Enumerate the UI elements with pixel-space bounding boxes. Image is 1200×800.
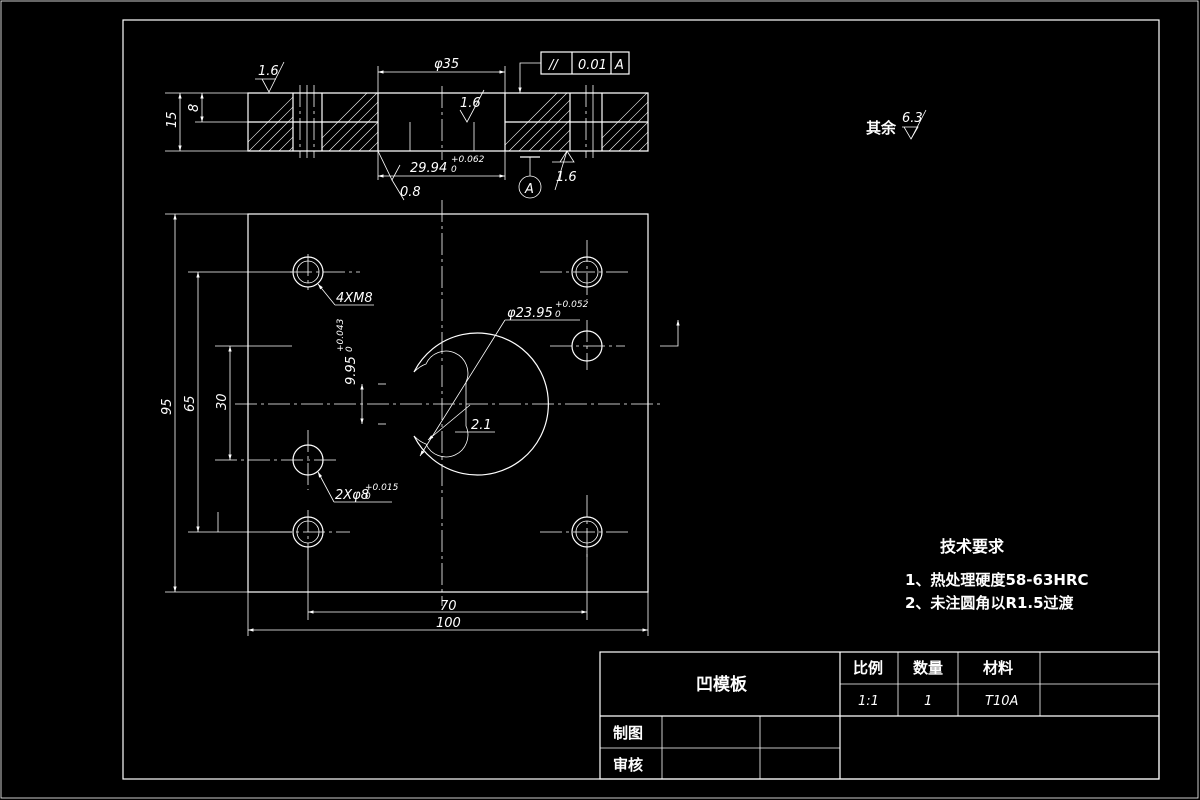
roughness-bottom-left-text: 0.8 (400, 185, 421, 200)
plan-view (235, 200, 660, 606)
dim-70-100: 70 100 (247, 548, 649, 636)
hole-bottom-right (540, 495, 630, 560)
pin-callout: 2Xφ8 +0.015 0 (317, 471, 399, 503)
material-value: T10A (985, 694, 1018, 709)
dim-30: 30 (215, 345, 292, 532)
datum-a-text: A (524, 182, 534, 197)
scale-label: 比例 (853, 659, 883, 677)
tolerance-frame: // 0.01 A (518, 51, 630, 93)
die-tol-upper: +0.052 (555, 300, 589, 310)
roughness-mid-text: 1.6 (460, 96, 481, 111)
tech-requirements-title: 技术要求 (940, 537, 1005, 556)
roughness-mid: 1.6 (459, 89, 485, 123)
pin-hole-right (550, 320, 625, 370)
dim-95: 95 (160, 213, 248, 593)
tech-requirement-1: 1、热处理硬度58-63HRC (905, 571, 1089, 589)
parallelism-symbol: // (548, 58, 559, 73)
dim-bore-tol-upper: +0.062 (451, 155, 485, 165)
dim-bore-tol-lower: 0 (451, 165, 457, 175)
pin-tol-upper: +0.015 (365, 483, 399, 493)
dim-8-text: 8 (187, 104, 202, 112)
die-tol-lower: 0 (555, 310, 561, 320)
section-arrow (660, 320, 680, 347)
dim-phi35-text: φ35 (434, 57, 459, 72)
remaining-roughness-value: 6.3 (902, 111, 923, 126)
tolerance-value: 0.01 (578, 58, 607, 73)
dim-95-text: 95 (160, 398, 175, 415)
checked-label: 审核 (613, 756, 643, 774)
drawn-label: 制图 (613, 724, 643, 742)
radius-callout-text: 2.1 (471, 418, 492, 433)
hole-bottom-left (270, 510, 350, 560)
part-name: 凹模板 (696, 674, 748, 695)
dim-65: 65 (183, 271, 292, 533)
thread-callout: 4XM8 (317, 283, 374, 306)
remaining-roughness-label: 其余 (866, 119, 897, 137)
qty-label: 数量 (913, 659, 943, 677)
material-label: 材料 (983, 659, 1013, 677)
pin-callout-text: 2Xφ8 (335, 488, 369, 503)
dim-100-text: 100 (436, 616, 461, 631)
slot-width-text: 9.95 (344, 356, 359, 385)
roughness-top-left: 1.6 (255, 61, 285, 93)
roughness-bottom-left: 0.8 (377, 150, 421, 201)
dim-65-text: 65 (183, 395, 198, 412)
scale-value: 1:1 (858, 694, 879, 709)
tech-requirement-2: 2、未注圆角以R1.5过渡 (905, 594, 1075, 612)
pin-hole-left (215, 430, 340, 490)
title-block: 凹模板 比例 数量 材料 1:1 1 T10A 制图 审核 (599, 651, 1160, 780)
dim-bore: 29.94 +0.062 0 (377, 151, 506, 180)
remaining-roughness: 其余 6.3 (866, 109, 927, 140)
qty-value: 1 (924, 694, 932, 709)
roughness-top-left-text: 1.6 (258, 64, 279, 79)
dim-8-15: 8 15 (165, 92, 248, 152)
slot-tol-lower: 0 (345, 346, 355, 352)
dim-70-text: 70 (440, 599, 457, 614)
thread-callout-text: 4XM8 (336, 291, 373, 306)
datum-a: A (518, 156, 542, 199)
tech-requirements: 技术要求 1、热处理硬度58-63HRC 2、未注圆角以R1.5过渡 (905, 537, 1089, 612)
dim-30-text: 30 (215, 393, 230, 410)
slot-dim: 9.95 +0.043 0 (336, 318, 364, 424)
hole-top-right (540, 240, 630, 300)
dim-15-text: 15 (165, 111, 180, 128)
die-dia-callout: φ23.95 +0.052 0 (419, 300, 589, 457)
tolerance-datum: A (614, 58, 624, 73)
dim-bore-text: 29.94 (410, 161, 447, 176)
slot-tol-upper: +0.043 (336, 318, 346, 352)
section-view (247, 85, 649, 160)
dim-phi35: φ35 (377, 57, 506, 93)
radius-callout: 2.1 (427, 404, 495, 441)
pin-tol-lower: 0 (365, 492, 371, 502)
roughness-bottom-right: 1.6 (552, 150, 577, 191)
roughness-bottom-right-text: 1.6 (556, 170, 577, 185)
hole-top-left (290, 254, 360, 290)
die-dia-text: φ23.95 (507, 306, 553, 321)
